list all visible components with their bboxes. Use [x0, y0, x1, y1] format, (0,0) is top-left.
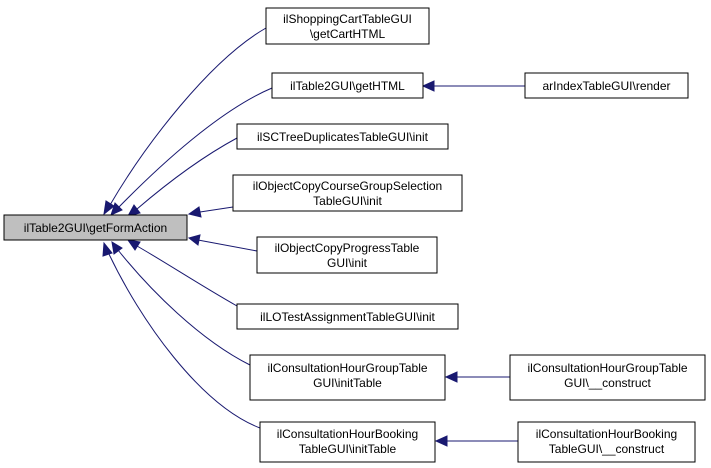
node-lotest[interactable]: ilLOTestAssignmentTableGUI\init	[236, 303, 459, 330]
node-root-label: ilTable2GUI\getFormAction	[24, 221, 167, 235]
node-consgroupctor-label-line2: GUI\__construct	[564, 376, 651, 390]
node-cart[interactable]: ilShoppingCartTableGUI \getCartHTML	[265, 7, 430, 45]
arrow-consgroup-to-root	[111, 241, 123, 255]
arrow-consgroupctor-to-consgroup	[444, 371, 458, 383]
node-consgroup[interactable]: ilConsultationHourGroupTable GUI\initTab…	[249, 354, 446, 401]
node-consgroupctor-label-line1: ilConsultationHourGroupTable	[527, 361, 687, 375]
edge-objcopyprogress-to-root	[197, 239, 258, 252]
arrow-objcopycourse-to-root	[187, 206, 202, 218]
edge-gethtml-to-root	[117, 87, 273, 209]
edge-sctree-to-root	[136, 137, 238, 210]
edge-lotest-to-root	[136, 245, 238, 307]
node-consbooking-label-line1: ilConsultationHourBooking	[277, 427, 418, 441]
node-sctree-label: ilSCTreeDuplicatesTableGUI\init	[257, 130, 429, 144]
arrow-lotest-to-root	[126, 239, 141, 251]
node-consgroupctor[interactable]: ilConsultationHourGroupTable GUI\__const…	[509, 354, 706, 401]
node-consbooking[interactable]: ilConsultationHourBooking TableGUI\initT…	[259, 421, 436, 463]
node-objcopycourse-label-line2: TableGUI\init	[313, 194, 382, 208]
node-gethtml-label: ilTable2GUI\getHTML	[290, 79, 405, 93]
arrow-objcopyprogress-to-root	[187, 234, 201, 246]
node-root[interactable]: ilTable2GUI\getFormAction	[3, 214, 188, 241]
node-objcopyprogress-label-line1: ilObjectCopyProgressTable	[275, 241, 420, 255]
arrow-cart-to-root	[103, 200, 115, 216]
node-objcopyprogress-label-line2: GUI\init	[327, 256, 368, 270]
node-cart-label-line2: \getCartHTML	[310, 27, 386, 41]
node-objcopyprogress[interactable]: ilObjectCopyProgressTable GUI\init	[256, 236, 438, 274]
edge-consgroup-to-root	[117, 249, 251, 366]
edge-objcopycourse-to-root	[199, 206, 234, 213]
edges	[102, 27, 525, 447]
node-arindex[interactable]: arIndexTableGUI\render	[524, 72, 689, 99]
node-objcopycourse[interactable]: ilObjectCopyCourseGroupSelection TableGU…	[232, 174, 463, 212]
node-consbookingctor[interactable]: ilConsultationHourBooking TableGUI\__con…	[517, 421, 696, 463]
node-arindex-label: arIndexTableGUI\render	[542, 79, 670, 93]
arrow-sctree-to-root	[127, 204, 141, 217]
node-objcopycourse-label-line1: ilObjectCopyCourseGroupSelection	[253, 179, 442, 193]
node-consbookingctor-label-line1: ilConsultationHourBooking	[536, 427, 677, 441]
node-consgroup-label-line1: ilConsultationHourGroupTable	[267, 361, 427, 375]
edge-consbooking-to-root	[107, 251, 261, 429]
arrow-consbooking-to-root	[102, 241, 113, 257]
node-lotest-label: ilLOTestAssignmentTableGUI\init	[260, 310, 435, 324]
node-consbooking-label-line2: TableGUI\initTable	[299, 442, 397, 456]
node-consbookingctor-label-line2: TableGUI\__construct	[549, 442, 665, 456]
arrow-gethtml-to-root	[110, 202, 123, 216]
edge-cart-to-root	[109, 27, 267, 206]
node-gethtml[interactable]: ilTable2GUI\getHTML	[271, 72, 424, 99]
node-consgroup-label-line2: GUI\initTable	[313, 376, 382, 390]
node-sctree[interactable]: ilSCTreeDuplicatesTableGUI\init	[236, 123, 449, 150]
node-cart-label-line1: ilShoppingCartTableGUI	[283, 12, 412, 26]
arrow-arindex-to-gethtml	[421, 80, 435, 92]
arrow-consbookingctor-to-consbooking	[434, 435, 448, 447]
